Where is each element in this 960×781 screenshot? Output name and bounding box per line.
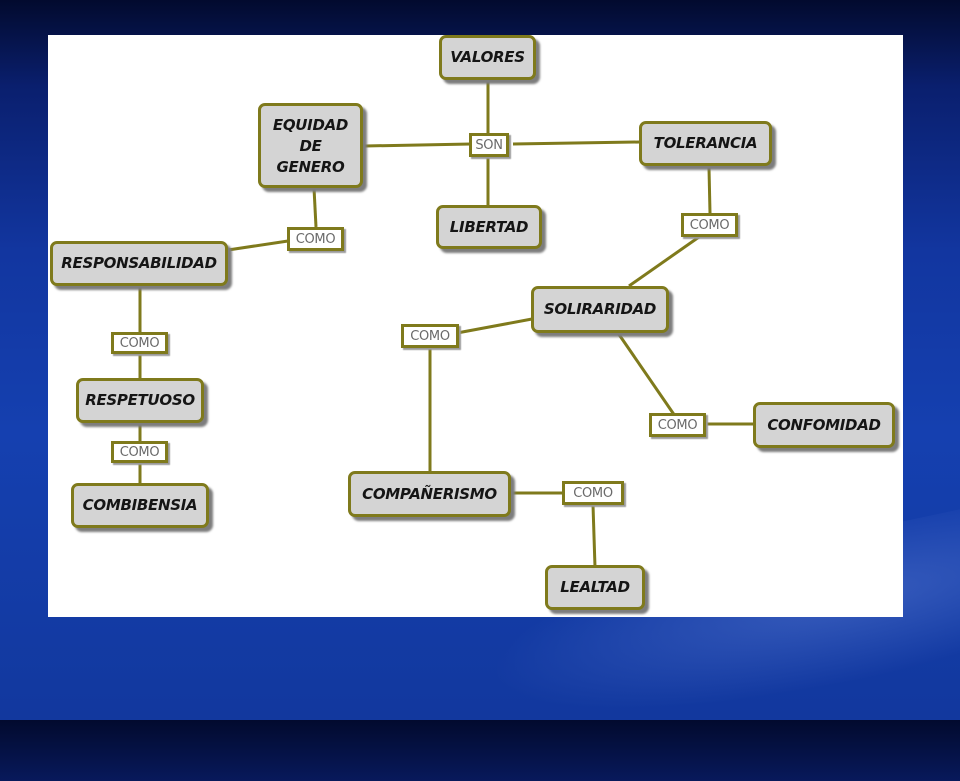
connector-solidaridad-como-left [456, 317, 533, 335]
connector-lines [138, 82, 753, 568]
node-lealtad: LEALTAD [545, 565, 645, 610]
label-como-responsabilidad-respetuoso: COMO [111, 332, 168, 354]
label-como-tolerancia-solidaridad: COMO [681, 213, 738, 237]
concept-map-slide: VALORES EQUIDAD DE GENERO TOLERANCIA LIB… [48, 35, 903, 617]
node-valores: VALORES [439, 35, 536, 80]
connector-son-tolerancia [512, 140, 640, 146]
connector-equidad-como [312, 187, 318, 228]
node-responsabilidad: RESPONSABILIDAD [50, 241, 228, 286]
node-equidad-de-genero: EQUIDAD DE GENERO [258, 103, 363, 188]
label-como-respetuoso-combibensia: COMO [111, 441, 168, 463]
node-tolerancia: TOLERANCIA [639, 121, 772, 166]
label-como-solidaridad-conformidad: COMO [649, 413, 706, 437]
connector-como-responsabilidad [227, 239, 289, 252]
label-como-companerismo-lealtad: COMO [562, 481, 624, 505]
label-son: SON [469, 133, 509, 157]
connector-como-lealtad [591, 504, 597, 568]
connector-solidaridad-como-right [616, 332, 677, 417]
node-conformidad: CONFOMIDAD [753, 402, 895, 448]
connector-equidad-son [364, 142, 472, 148]
label-como-equidad-responsabilidad: COMO [287, 227, 344, 251]
connector-como-solidaridad [628, 235, 700, 288]
node-combibensia: COMBIBENSIA [71, 483, 209, 528]
node-libertad: LIBERTAD [436, 205, 542, 249]
label-como-solidaridad-companerismo: COMO [401, 324, 459, 348]
node-companerismo: COMPAÑERISMO [348, 471, 511, 517]
node-solidaridad: SOLIRARIDAD [531, 286, 669, 333]
connector-tolerancia-como [707, 167, 712, 214]
node-respetuoso: RESPETUOSO [76, 378, 204, 423]
